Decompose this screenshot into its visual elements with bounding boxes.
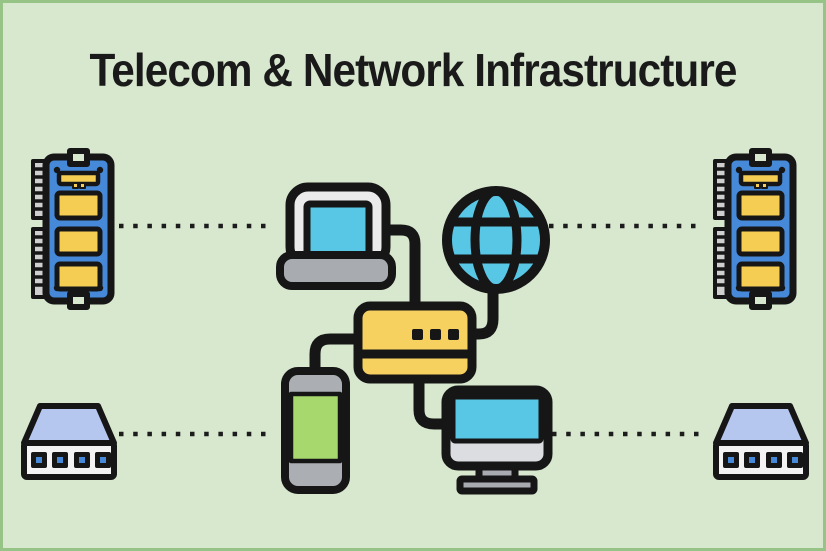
memory-module-icon-left	[33, 151, 111, 307]
page-title: Telecom & Network Infrastructure	[89, 44, 737, 96]
internet-globe-icon	[442, 186, 550, 294]
memory-module-icon-right	[715, 151, 793, 307]
router-modem-icon	[353, 301, 477, 384]
cable-laptop-router	[380, 224, 421, 314]
cable-phone-router	[309, 333, 366, 379]
network-switch-icon-right	[716, 406, 806, 477]
smartphone-icon	[281, 367, 350, 494]
desktop-monitor-icon	[441, 385, 553, 495]
cable-monitor-router	[413, 371, 455, 430]
network-switch-icon-left	[24, 406, 114, 477]
laptop-icon	[276, 182, 396, 290]
cable-globe-router	[465, 281, 499, 340]
network-diagram	[3, 3, 826, 495]
